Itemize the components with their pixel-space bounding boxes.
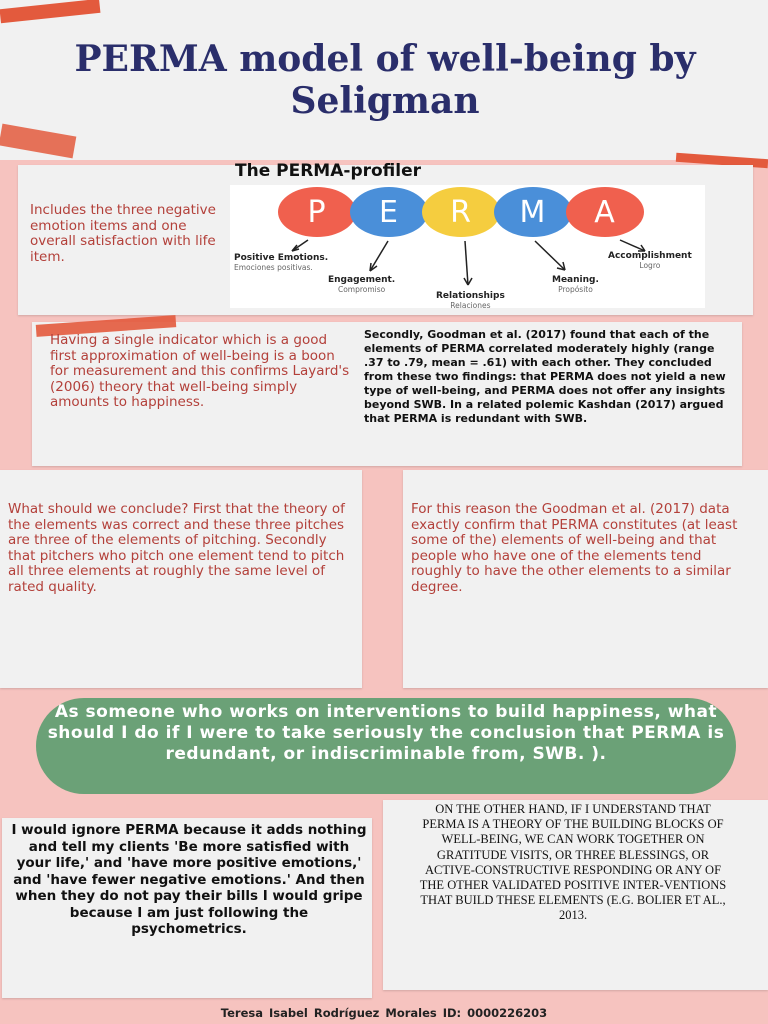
ignore-perma-text: I would ignore PERMA because it adds not… (11, 822, 367, 937)
perma-diagram: P E R M A Positive Emotions. Emociones p… (230, 185, 705, 310)
measurement-text: Having a single indicator which is a goo… (50, 332, 350, 410)
conclusion-card (0, 470, 362, 688)
label-accomplishment: Accomplishment Logro (608, 251, 692, 270)
question-banner (36, 698, 736, 794)
perma-circle-a: A (566, 187, 644, 237)
ignore-perma-card (2, 818, 372, 998)
label-relationships: Relationships Relaciones (436, 291, 505, 310)
title-band (0, 0, 768, 160)
label-positive-emotions: Positive Emotions. Emociones positivas. (234, 253, 329, 272)
measurement-card (32, 322, 742, 466)
page-title: PERMA model of well-being by Seligman (74, 38, 696, 122)
label-meaning: Meaning. Propósito (552, 275, 599, 294)
building-blocks-text: On the other hand, if I understand that … (419, 802, 727, 923)
question-text: As someone who works on interventions to… (47, 702, 725, 764)
perma-arrows (291, 239, 646, 286)
profiler-title: The PERMA-profiler (235, 161, 422, 181)
confirmation-card (403, 470, 768, 688)
profiler-intro: Includes the three negative emotion item… (30, 202, 216, 265)
perma-circle-p: P (278, 187, 356, 237)
building-blocks-card (383, 800, 768, 990)
author-footer: Teresa Isabel Rodríguez Morales ID: 0000… (220, 1006, 548, 1020)
conclusion-text: What should we conclude? First that the … (8, 501, 345, 595)
label-engagement: Engagement. Compromiso (328, 275, 396, 294)
perma-circle-m: M (494, 187, 572, 237)
perma-circle-e: E (350, 187, 428, 237)
goodman-findings-text: Secondly, Goodman et al. (2017) found th… (364, 328, 726, 425)
confirmation-text: For this reason the Goodman et al. (2017… (411, 501, 738, 595)
perma-circle-r: R (422, 187, 500, 237)
